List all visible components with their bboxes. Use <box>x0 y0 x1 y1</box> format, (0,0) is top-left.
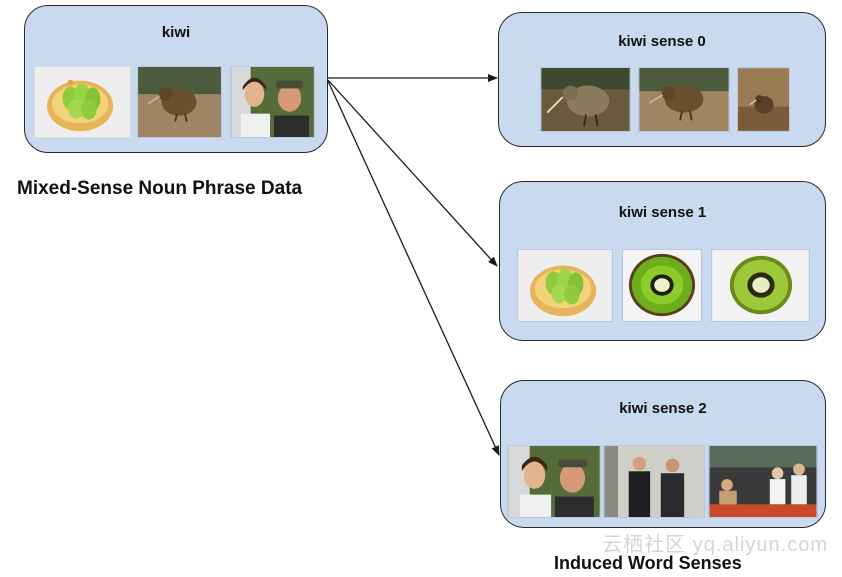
sense-2-title: kiwi sense 2 <box>619 400 707 417</box>
source-box: kiwi <box>24 5 328 153</box>
sports-crowd-image <box>708 445 818 518</box>
couple-selfie-image <box>230 66 315 138</box>
two-men-suits-image <box>603 445 705 518</box>
arrow-to-sense-2 <box>327 80 500 456</box>
kiwi-bird-image <box>638 67 730 132</box>
sense-1-title: kiwi sense 1 <box>618 204 707 221</box>
kiwi-chick-image <box>737 67 790 132</box>
sense-1-box: kiwi sense 1 <box>499 181 826 341</box>
kiwi-tart-image <box>517 249 613 322</box>
source-caption: Mixed-Sense Noun Phrase Data <box>17 178 303 199</box>
sense-2-box: kiwi sense 2 <box>500 380 826 528</box>
couple-selfie-image <box>507 445 601 518</box>
sense-0-box: kiwi sense 0 <box>498 12 826 147</box>
kiwi-bird-image <box>137 66 222 138</box>
kiwi-bird-burrow-image <box>540 67 631 132</box>
kiwi-fruit-slice-image <box>622 249 702 322</box>
sense-0-title: kiwi sense 0 <box>618 33 706 50</box>
arrow-to-sense-1 <box>327 79 498 267</box>
source-title: kiwi <box>161 24 191 41</box>
watermark: 云栖社区 yq.aliyun.com <box>602 534 828 556</box>
kiwi-fruit-slice-image <box>711 249 810 322</box>
senses-caption: Induced Word Senses <box>554 553 742 573</box>
kiwi-tart-image <box>34 66 131 138</box>
